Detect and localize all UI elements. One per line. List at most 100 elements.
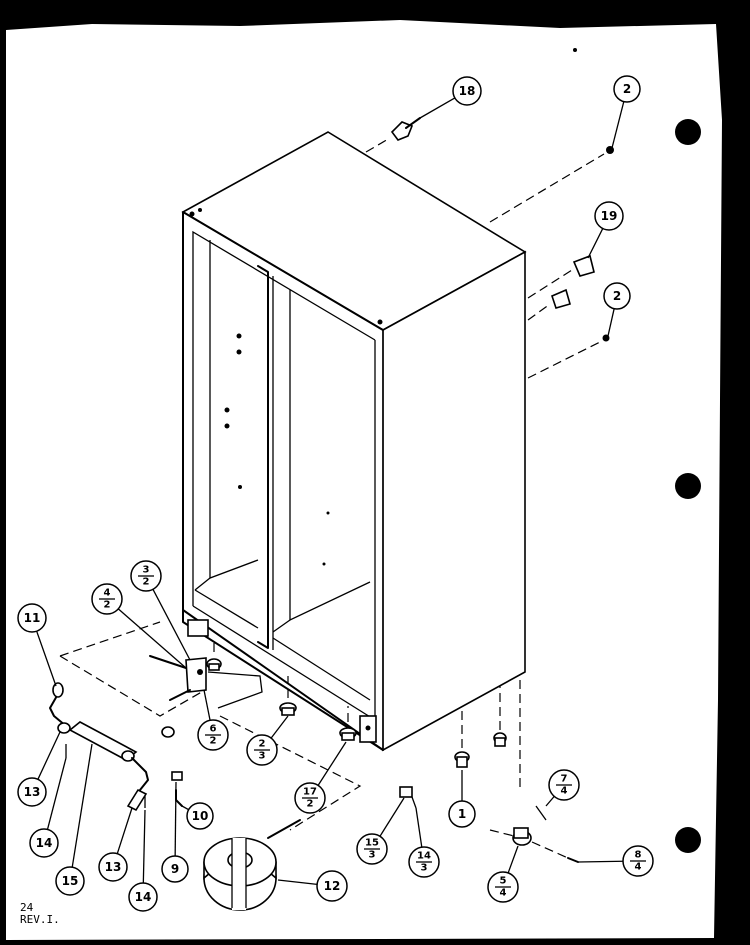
cabinet-base-rail: [182, 609, 384, 751]
callout-denominator: 2: [210, 736, 217, 747]
cabinet-front-inner: [192, 230, 376, 606]
paper-area: [6, 20, 722, 940]
callout-15-3: 153: [356, 797, 405, 865]
binder-hole-middle: [675, 473, 701, 499]
callout-label: 18: [459, 84, 476, 98]
drain-tube-assembly: [49, 621, 362, 831]
callout-label: 14: [36, 836, 53, 850]
leader-line: [174, 781, 177, 857]
callout-denominator: 2: [307, 799, 314, 810]
callout-14-3: 143: [408, 807, 440, 878]
callout-19: 19: [587, 201, 624, 259]
callout-label: 1: [458, 807, 466, 821]
leader-line: [71, 743, 93, 868]
top-rear-hardware: [365, 117, 614, 379]
leader-line: [270, 715, 289, 739]
revision-label: REV.I.: [20, 913, 60, 926]
callout-2-3: 23: [246, 715, 289, 766]
callout-denominator: 4: [500, 888, 507, 899]
callout-13b: 13: [98, 807, 133, 882]
hinge-bracket-left: [187, 619, 209, 637]
callout-11: 11: [17, 603, 57, 687]
callout-15: 15: [55, 743, 93, 896]
callout-bubble: [452, 76, 482, 106]
callout-bubble: [316, 870, 348, 902]
callout-numerator: 5: [500, 876, 507, 887]
callout-denominator: 4: [561, 786, 568, 797]
callout-numerator: 3: [143, 565, 150, 576]
page-footer: 24 REV.I.: [20, 902, 60, 926]
leg-leader-lines: [213, 640, 521, 790]
binder-hole-bottom: [675, 827, 701, 853]
scan-speck: [231, 15, 237, 21]
callout-numerator: 17: [303, 787, 317, 798]
clip-9: [171, 771, 183, 781]
callout-denominator: 2: [104, 600, 111, 611]
callout-14b: 14: [128, 809, 158, 912]
callout-label: 19: [601, 209, 618, 223]
callout-numerator: 14: [417, 851, 431, 862]
callout-denominator: 4: [635, 862, 642, 873]
callout-bubble: [17, 603, 47, 633]
leader-line: [142, 809, 146, 884]
callout-label: 2: [613, 289, 621, 303]
callout-label: 2: [623, 82, 631, 96]
callout-bubble: [603, 282, 631, 310]
callout-denominator: 3: [259, 751, 266, 762]
callout-numerator: 6: [210, 724, 217, 735]
callout-bubble: [17, 777, 47, 807]
callout-10: 10: [181, 802, 214, 830]
leader-line: [545, 795, 555, 807]
callout-bubble: [161, 855, 189, 883]
leader-line: [419, 97, 456, 119]
callout-numerator: 2: [259, 739, 266, 750]
callout-numerator: 8: [635, 850, 642, 861]
callout-18: 18: [419, 76, 482, 119]
leader-line: [415, 807, 423, 848]
cabinet-assembly: [181, 131, 527, 752]
callout-8-4: 84: [577, 845, 654, 877]
callout-bubble: [594, 201, 624, 231]
callout-bubble: [98, 852, 128, 882]
page-number: 24: [20, 901, 34, 914]
leader-line: [577, 860, 624, 863]
callout-9: 9: [161, 781, 189, 883]
leader-line: [317, 741, 347, 786]
callout-bubble: [29, 828, 59, 858]
leader-line: [117, 608, 187, 669]
callout-numerator: 15: [365, 838, 379, 849]
valve-bracket: [185, 657, 207, 693]
callout-5-4: 54: [487, 845, 519, 903]
callout-2b: 2: [603, 282, 631, 337]
leader-line: [36, 630, 57, 687]
callout-bubble: [448, 800, 476, 828]
callout-label: 9: [171, 862, 179, 876]
cabinet-mullion: [257, 265, 269, 649]
callout-1: 1: [448, 770, 476, 828]
leveling-legs: [206, 658, 507, 768]
callout-2a: 2: [611, 75, 641, 149]
leader-line: [37, 731, 61, 780]
fitting-11: [52, 682, 64, 698]
callout-3-2: 32: [130, 560, 191, 661]
callout-bubble: [613, 75, 641, 103]
leader-line: [277, 879, 318, 885]
callout-bubble: [55, 866, 85, 896]
callout-numerator: 4: [104, 588, 111, 599]
foot-15-3: [399, 786, 413, 798]
callout-label: 13: [24, 785, 41, 799]
leader-line: [611, 101, 625, 149]
callout-denominator: 3: [421, 863, 428, 874]
callout-label: 14: [135, 890, 152, 904]
callout-bubble: [186, 802, 214, 830]
leader-line: [607, 308, 615, 337]
callout-denominator: 2: [143, 577, 150, 588]
clip-19a: [572, 254, 595, 277]
callout-14a: 14: [29, 757, 67, 858]
callout-label: 12: [324, 879, 341, 893]
callout-7-4: 74: [545, 769, 580, 807]
leader-line: [203, 689, 211, 721]
scan-speck: [573, 48, 577, 52]
callout-label: 10: [192, 809, 209, 823]
